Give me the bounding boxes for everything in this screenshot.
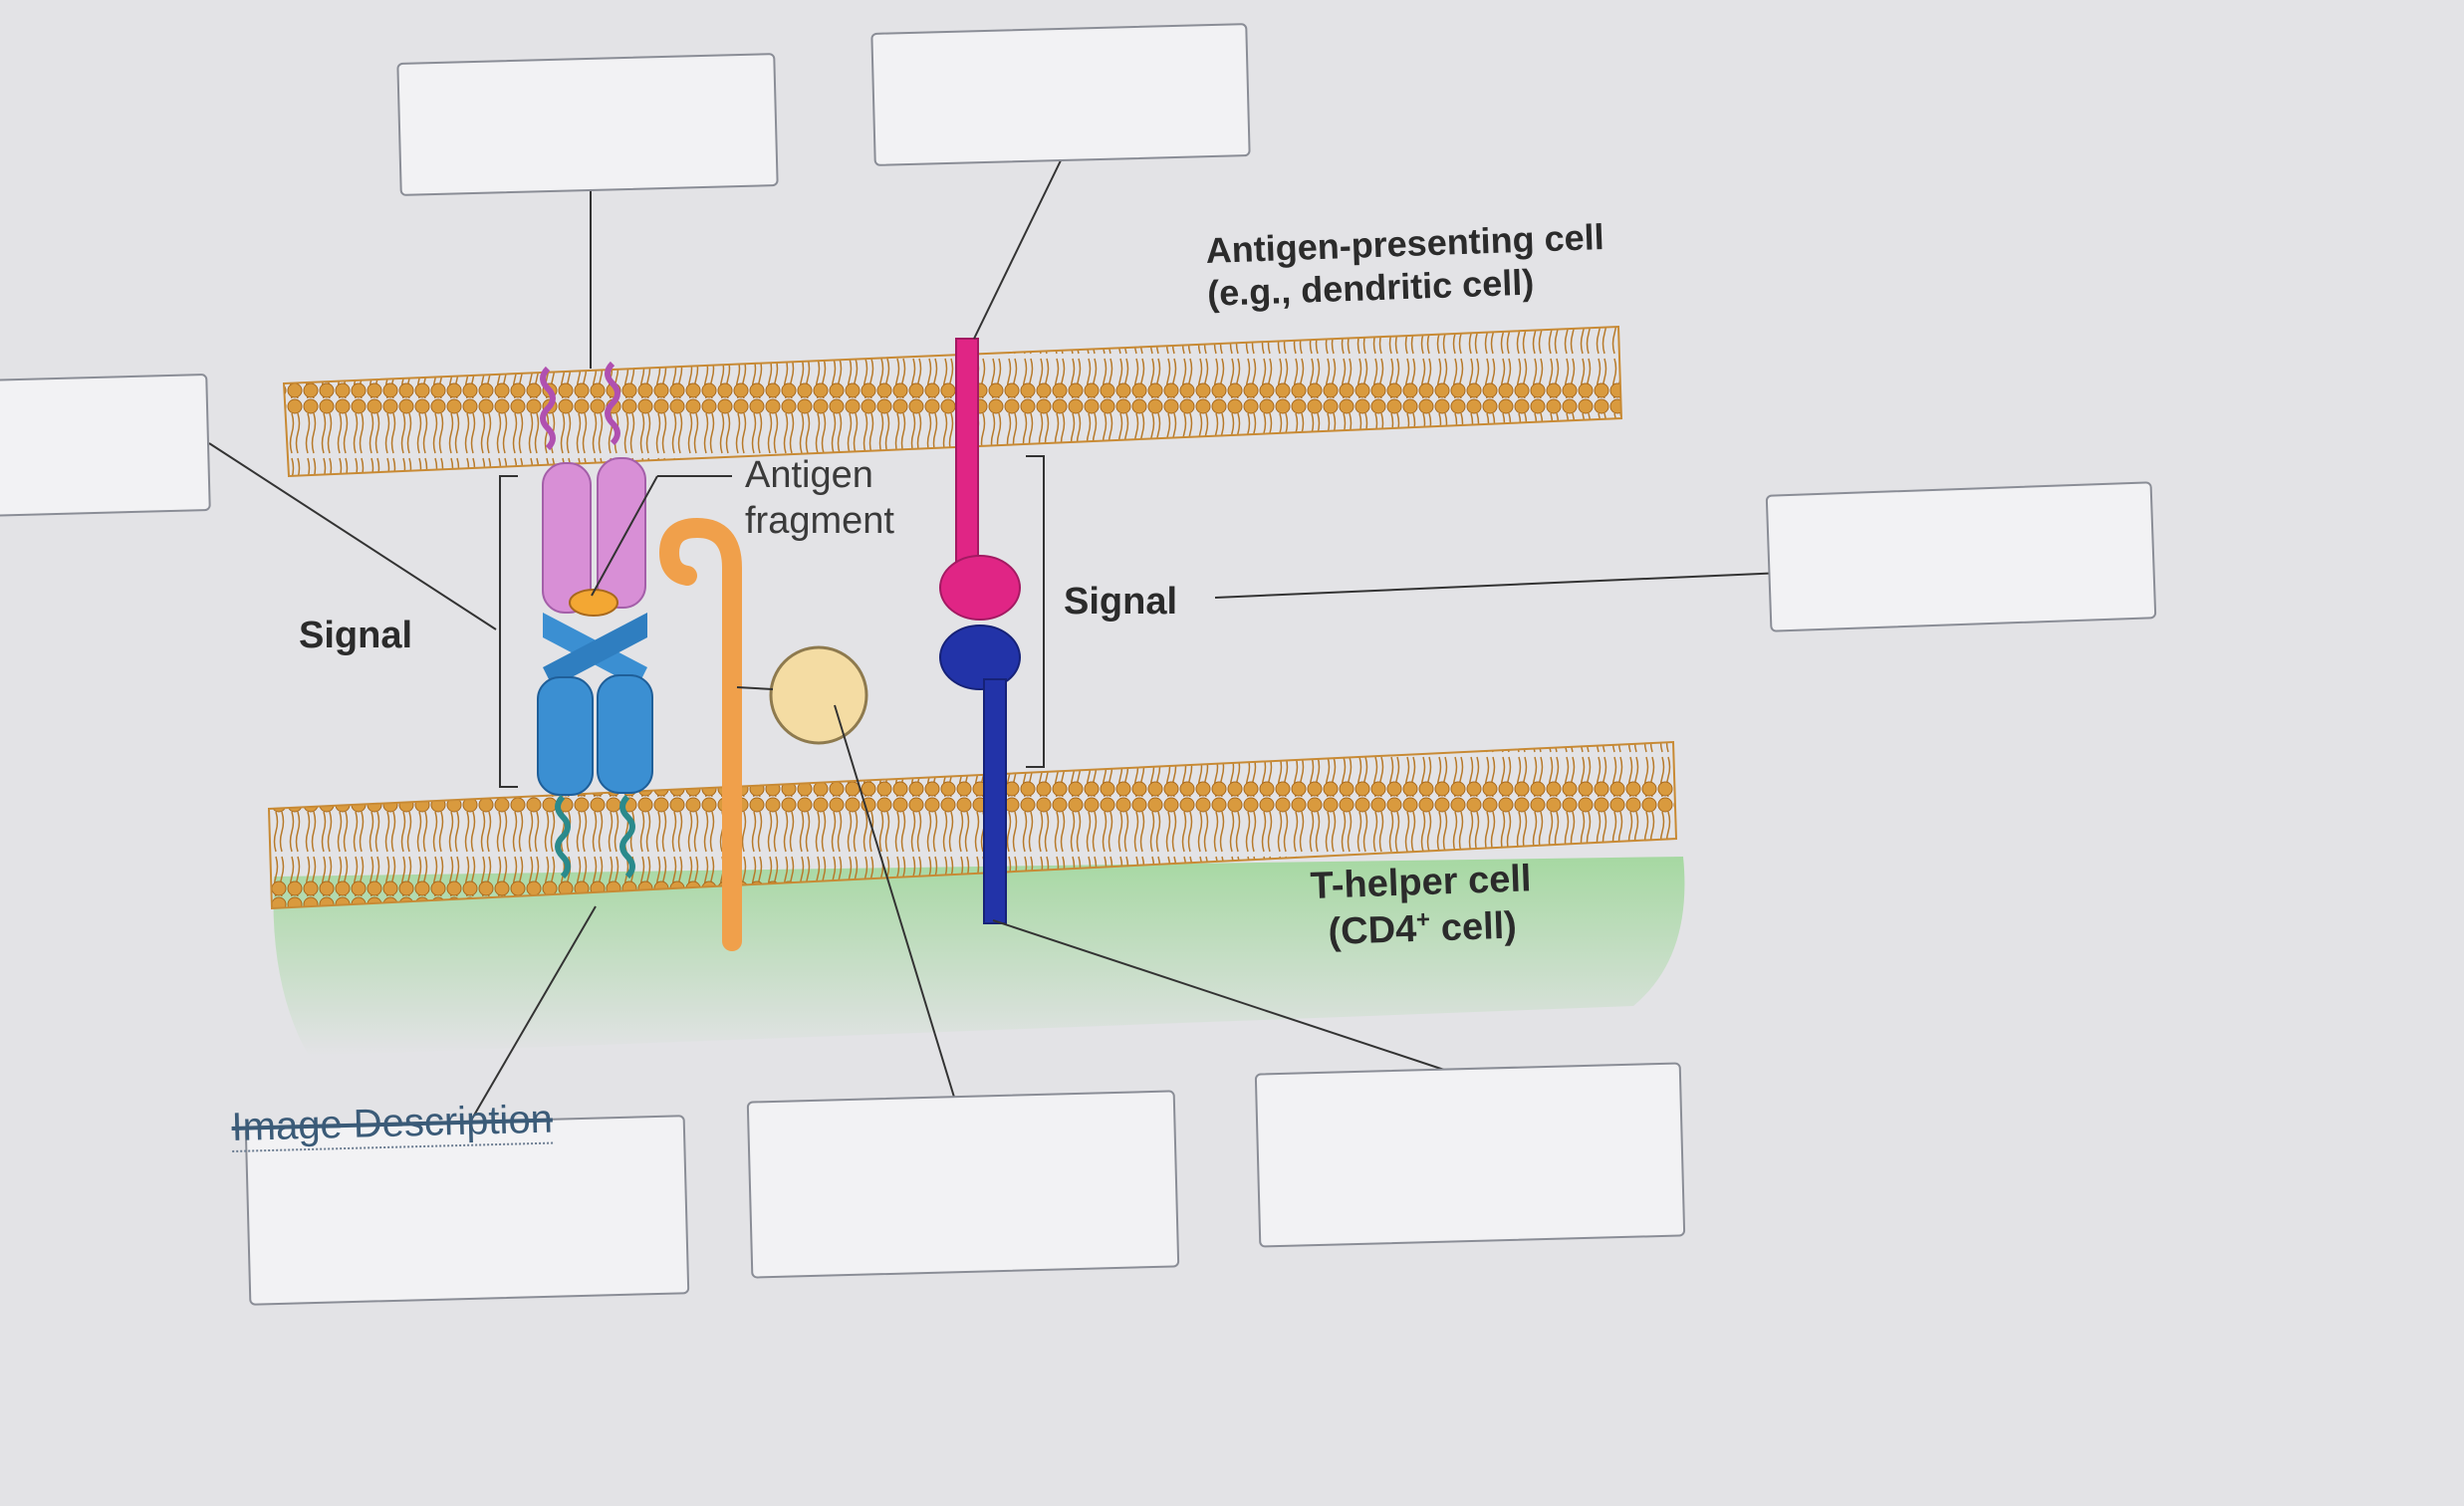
- signal-label-right: Signal: [1064, 581, 1178, 623]
- signal-label-left: Signal: [299, 615, 413, 656]
- drop-box-top-right[interactable]: [870, 23, 1251, 166]
- b7-cd28-pair: [939, 338, 1021, 924]
- drop-box-right[interactable]: [1765, 481, 2157, 632]
- t-cell-cytoplasm: [273, 857, 1685, 1056]
- t-helper-cell-label: T-helper cell (CD4+ cell): [1310, 858, 1533, 953]
- image-description-link[interactable]: Image Description: [231, 1097, 554, 1152]
- drop-box-left[interactable]: [0, 374, 211, 517]
- leader-lines: [208, 153, 1784, 1127]
- left-bracket: [499, 475, 518, 788]
- drop-box-bottom-right[interactable]: [1254, 1062, 1686, 1248]
- t-cell-membrane: [267, 740, 1678, 910]
- cytokine-circle: [769, 645, 868, 745]
- drop-box-top-left[interactable]: [396, 53, 779, 196]
- cd4-molecule: [658, 517, 742, 951]
- apc-label: Antigen-presenting cell (e.g., dendritic…: [1205, 216, 1605, 315]
- mhc-ii-molecule: [540, 361, 646, 617]
- right-bracket: [1026, 455, 1045, 768]
- antigen-fragment-label: Antigen fragment: [745, 454, 894, 542]
- t-cell-receptor: [537, 613, 653, 879]
- drop-box-bottom-center[interactable]: [746, 1090, 1180, 1279]
- apc-membrane: [282, 325, 1623, 478]
